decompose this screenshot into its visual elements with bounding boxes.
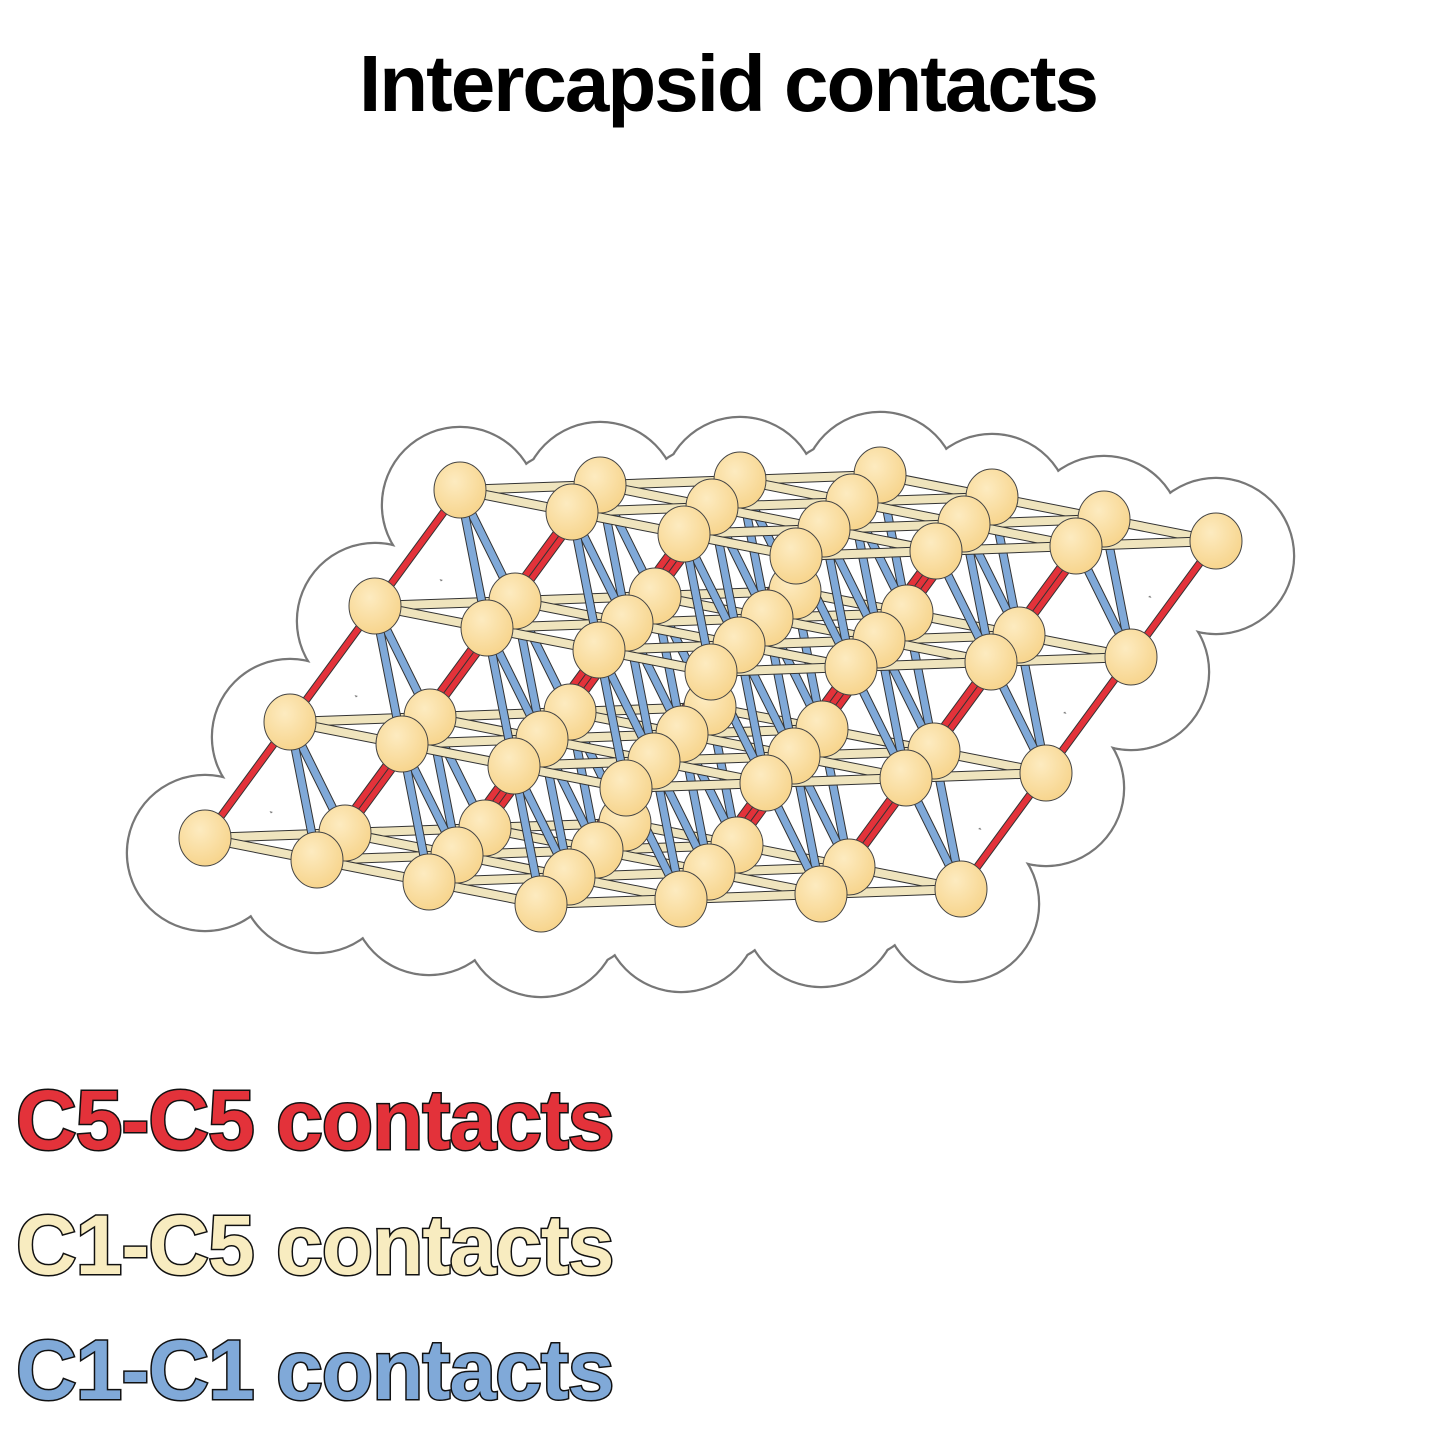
capsid-node: [487, 737, 541, 795]
capsid-node: [794, 865, 848, 923]
capsid-node: [348, 577, 402, 635]
capsid-node: [545, 483, 599, 541]
legend-c5-c5-label: C5-C5 contacts: [15, 1073, 617, 1167]
capsid-node: [964, 633, 1018, 691]
capsid-node: [1049, 517, 1103, 575]
capsid-node: [739, 754, 793, 812]
capsid-node: [375, 715, 429, 773]
capsid-node: [402, 853, 456, 911]
page-title: Intercapsid contacts: [358, 39, 1099, 128]
legend-c1-c5-label: C1-C5 contacts: [15, 1198, 617, 1292]
legend-c1-c1: C1-C1 contacts: [15, 1327, 617, 1414]
capsid-node: [824, 638, 878, 696]
capsid-node: [934, 860, 988, 918]
legend-c1-c5: C1-C5 contacts: [15, 1202, 617, 1289]
capsid-node: [909, 522, 963, 580]
capsid-node: [460, 599, 514, 657]
legend-c5-c5: C5-C5 contacts: [15, 1077, 617, 1164]
capsid-node: [178, 809, 232, 867]
capsid-nodes: [178, 446, 1243, 933]
capsid-node: [879, 749, 933, 807]
capsid-node: [657, 505, 711, 563]
capsid-node: [1104, 628, 1158, 686]
capsid-node: [684, 643, 738, 701]
capsid-node: [1189, 512, 1243, 570]
legend-c1-c1-label: C1-C1 contacts: [15, 1323, 617, 1417]
capsid-node: [263, 693, 317, 751]
capsid-node: [599, 759, 653, 817]
capsid-node: [572, 621, 626, 679]
capsid-node: [514, 875, 568, 933]
capsid-node: [654, 870, 708, 928]
capsid-node: [433, 461, 487, 519]
capsid-node: [1019, 744, 1073, 802]
capsid-node: [769, 527, 823, 585]
capsid-node: [290, 831, 344, 889]
